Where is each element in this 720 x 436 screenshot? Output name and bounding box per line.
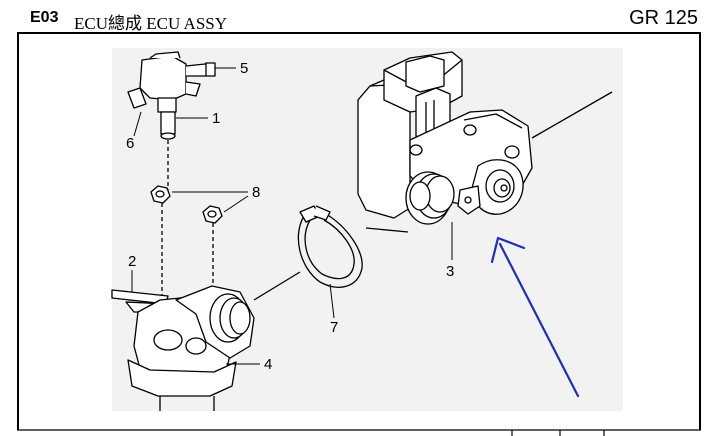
nut-left bbox=[150, 185, 171, 204]
leader-lines bbox=[131, 67, 453, 365]
callout-7: 7 bbox=[330, 319, 338, 336]
callout-8: 8 bbox=[252, 184, 260, 201]
nut-right bbox=[202, 205, 223, 224]
model-name: GR 125 bbox=[629, 7, 698, 29]
intake-manifold bbox=[127, 285, 255, 411]
callout-1: 1 bbox=[212, 110, 220, 127]
section-code: E03 bbox=[30, 9, 59, 26]
hose-clamp bbox=[297, 205, 363, 288]
parts-table-stub bbox=[17, 429, 701, 436]
callout-6: 6 bbox=[126, 135, 134, 152]
callout-2: 2 bbox=[128, 253, 136, 270]
callout-3: 3 bbox=[446, 263, 454, 280]
diagram-frame bbox=[17, 32, 701, 430]
page-header: E03 ECU總成 ECU ASSY GR 125 bbox=[0, 0, 720, 34]
section-title: ECU總成 ECU ASSY bbox=[74, 14, 228, 33]
fuel-injector bbox=[127, 51, 216, 190]
throttle-body bbox=[357, 51, 533, 225]
annotation-arrow bbox=[490, 236, 580, 398]
callout-5: 5 bbox=[240, 60, 248, 77]
callout-4: 4 bbox=[264, 356, 272, 373]
